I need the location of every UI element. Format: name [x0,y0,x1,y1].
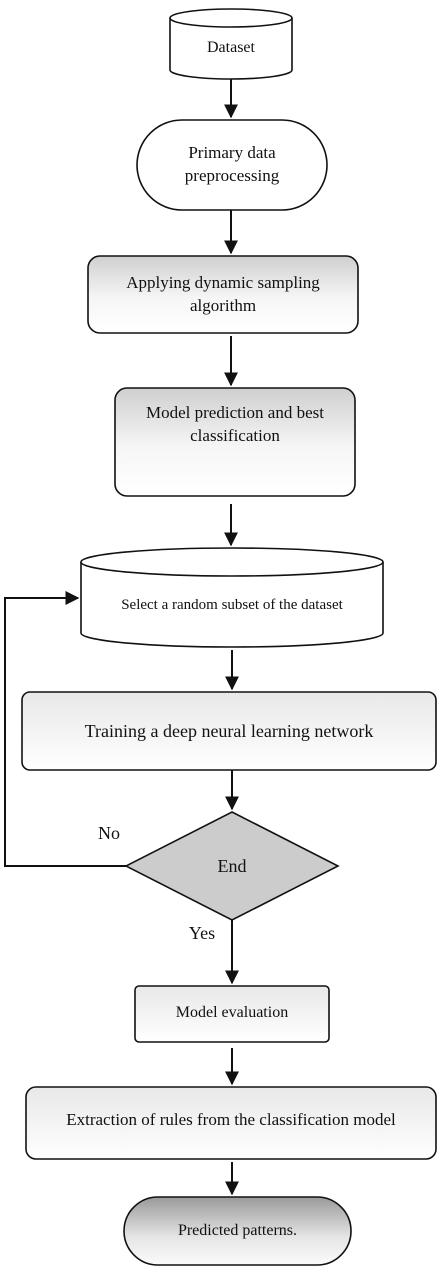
prediction-node [114,387,356,497]
extraction-label: Extraction of rules from the classificat… [66,1109,396,1129]
subset-label: Select a random subset of the dataset [121,596,343,613]
dataset-label: Dataset [207,39,255,57]
prediction-label: Model prediction and best classification [146,403,324,445]
extraction-node [25,1086,437,1160]
evaluation-label: Model evaluation [175,1004,289,1022]
sampling-label: Applying dynamic sampling algorithm [126,272,320,315]
no-label: No [98,822,120,843]
preprocessing-label: Primary data preprocessing [184,143,280,185]
dataset-cylinder [169,8,293,80]
training-label: Training a deep neural learning network [84,720,374,741]
patterns-label: Predicted patterns. [177,1222,298,1240]
arrow-no-loop [4,591,126,867]
evaluation-node [134,985,330,1043]
subset-cylinder [80,547,384,648]
yes-label: Yes [188,922,216,943]
end-label: End [217,855,247,876]
training-node [21,691,437,771]
sampling-node [87,255,359,334]
patterns-node [123,1196,352,1266]
